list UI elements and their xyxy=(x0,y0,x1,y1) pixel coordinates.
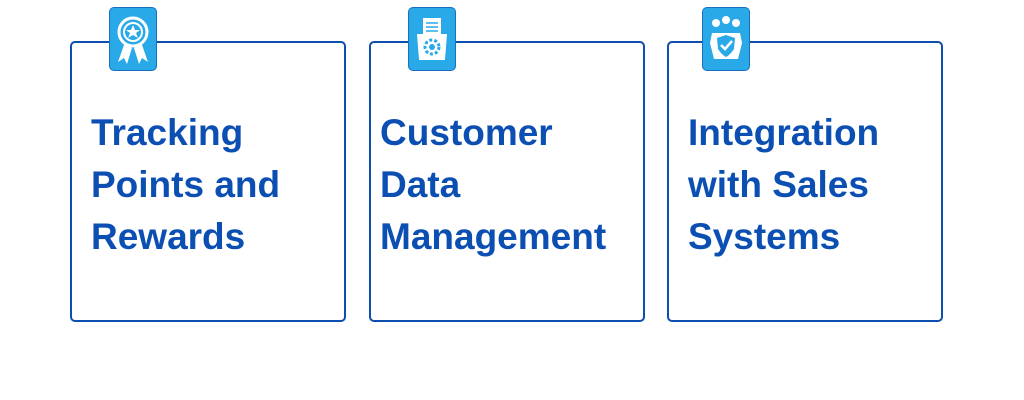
card-title: Integration with Sales Systems xyxy=(688,112,880,257)
team-shield-gear-icon xyxy=(702,7,750,71)
feature-card-integration: Integration with Sales Systems xyxy=(667,41,943,322)
document-gear-icon xyxy=(408,7,456,71)
feature-card-customer-data: Customer Data Management xyxy=(369,41,645,322)
feature-card-tracking: Tracking Points and Rewards xyxy=(70,41,346,322)
award-ribbon-icon xyxy=(109,7,157,71)
card-title: Customer Data Management xyxy=(380,112,607,257)
card-title: Tracking Points and Rewards xyxy=(91,112,281,257)
